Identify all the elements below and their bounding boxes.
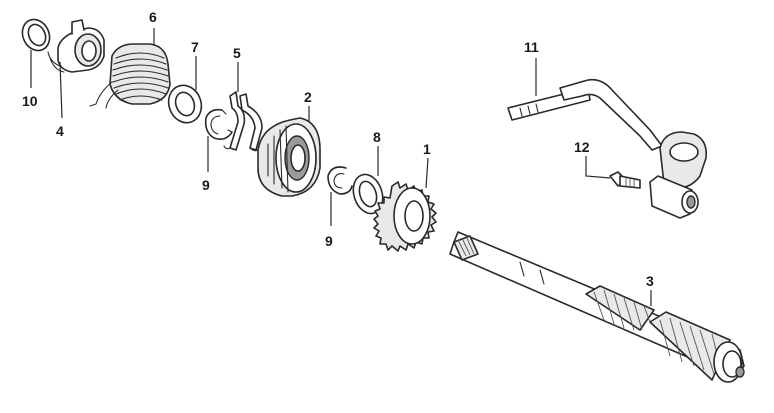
callout-1: 1 — [423, 141, 431, 157]
callout-5: 5 — [233, 45, 241, 61]
part-9-circlip-left — [204, 108, 233, 140]
callout-2: 2 — [304, 89, 312, 105]
part-10-ring — [21, 18, 51, 52]
part-1-kick-gear — [373, 181, 437, 252]
callout-11: 11 — [524, 39, 539, 55]
callout-9a: 9 — [202, 177, 210, 193]
part-11-kick-lever — [507, 78, 708, 219]
callout-3: 3 — [646, 273, 654, 289]
callout-9b: 9 — [325, 233, 333, 249]
part-6-coil-spring — [89, 43, 171, 109]
part-8-washer — [352, 173, 384, 215]
part-12-bolt — [609, 171, 641, 189]
part-5-spring-clip — [223, 91, 263, 152]
callout-6: 6 — [149, 9, 157, 25]
callout-10: 10 — [22, 93, 38, 109]
part-4-ratchet — [47, 19, 105, 73]
callout-8: 8 — [373, 129, 381, 145]
leader-1 — [425, 157, 429, 189]
part-3-kick-shaft — [449, 231, 745, 383]
callout-4: 4 — [56, 123, 64, 139]
callout-12: 12 — [574, 139, 590, 155]
part-9-circlip-right — [327, 166, 353, 195]
part-2-ratchet-gear — [257, 117, 321, 197]
leader-12 — [585, 156, 611, 179]
callout-7: 7 — [191, 39, 199, 55]
leader-4 — [59, 61, 63, 119]
part-7-washer — [167, 84, 203, 124]
